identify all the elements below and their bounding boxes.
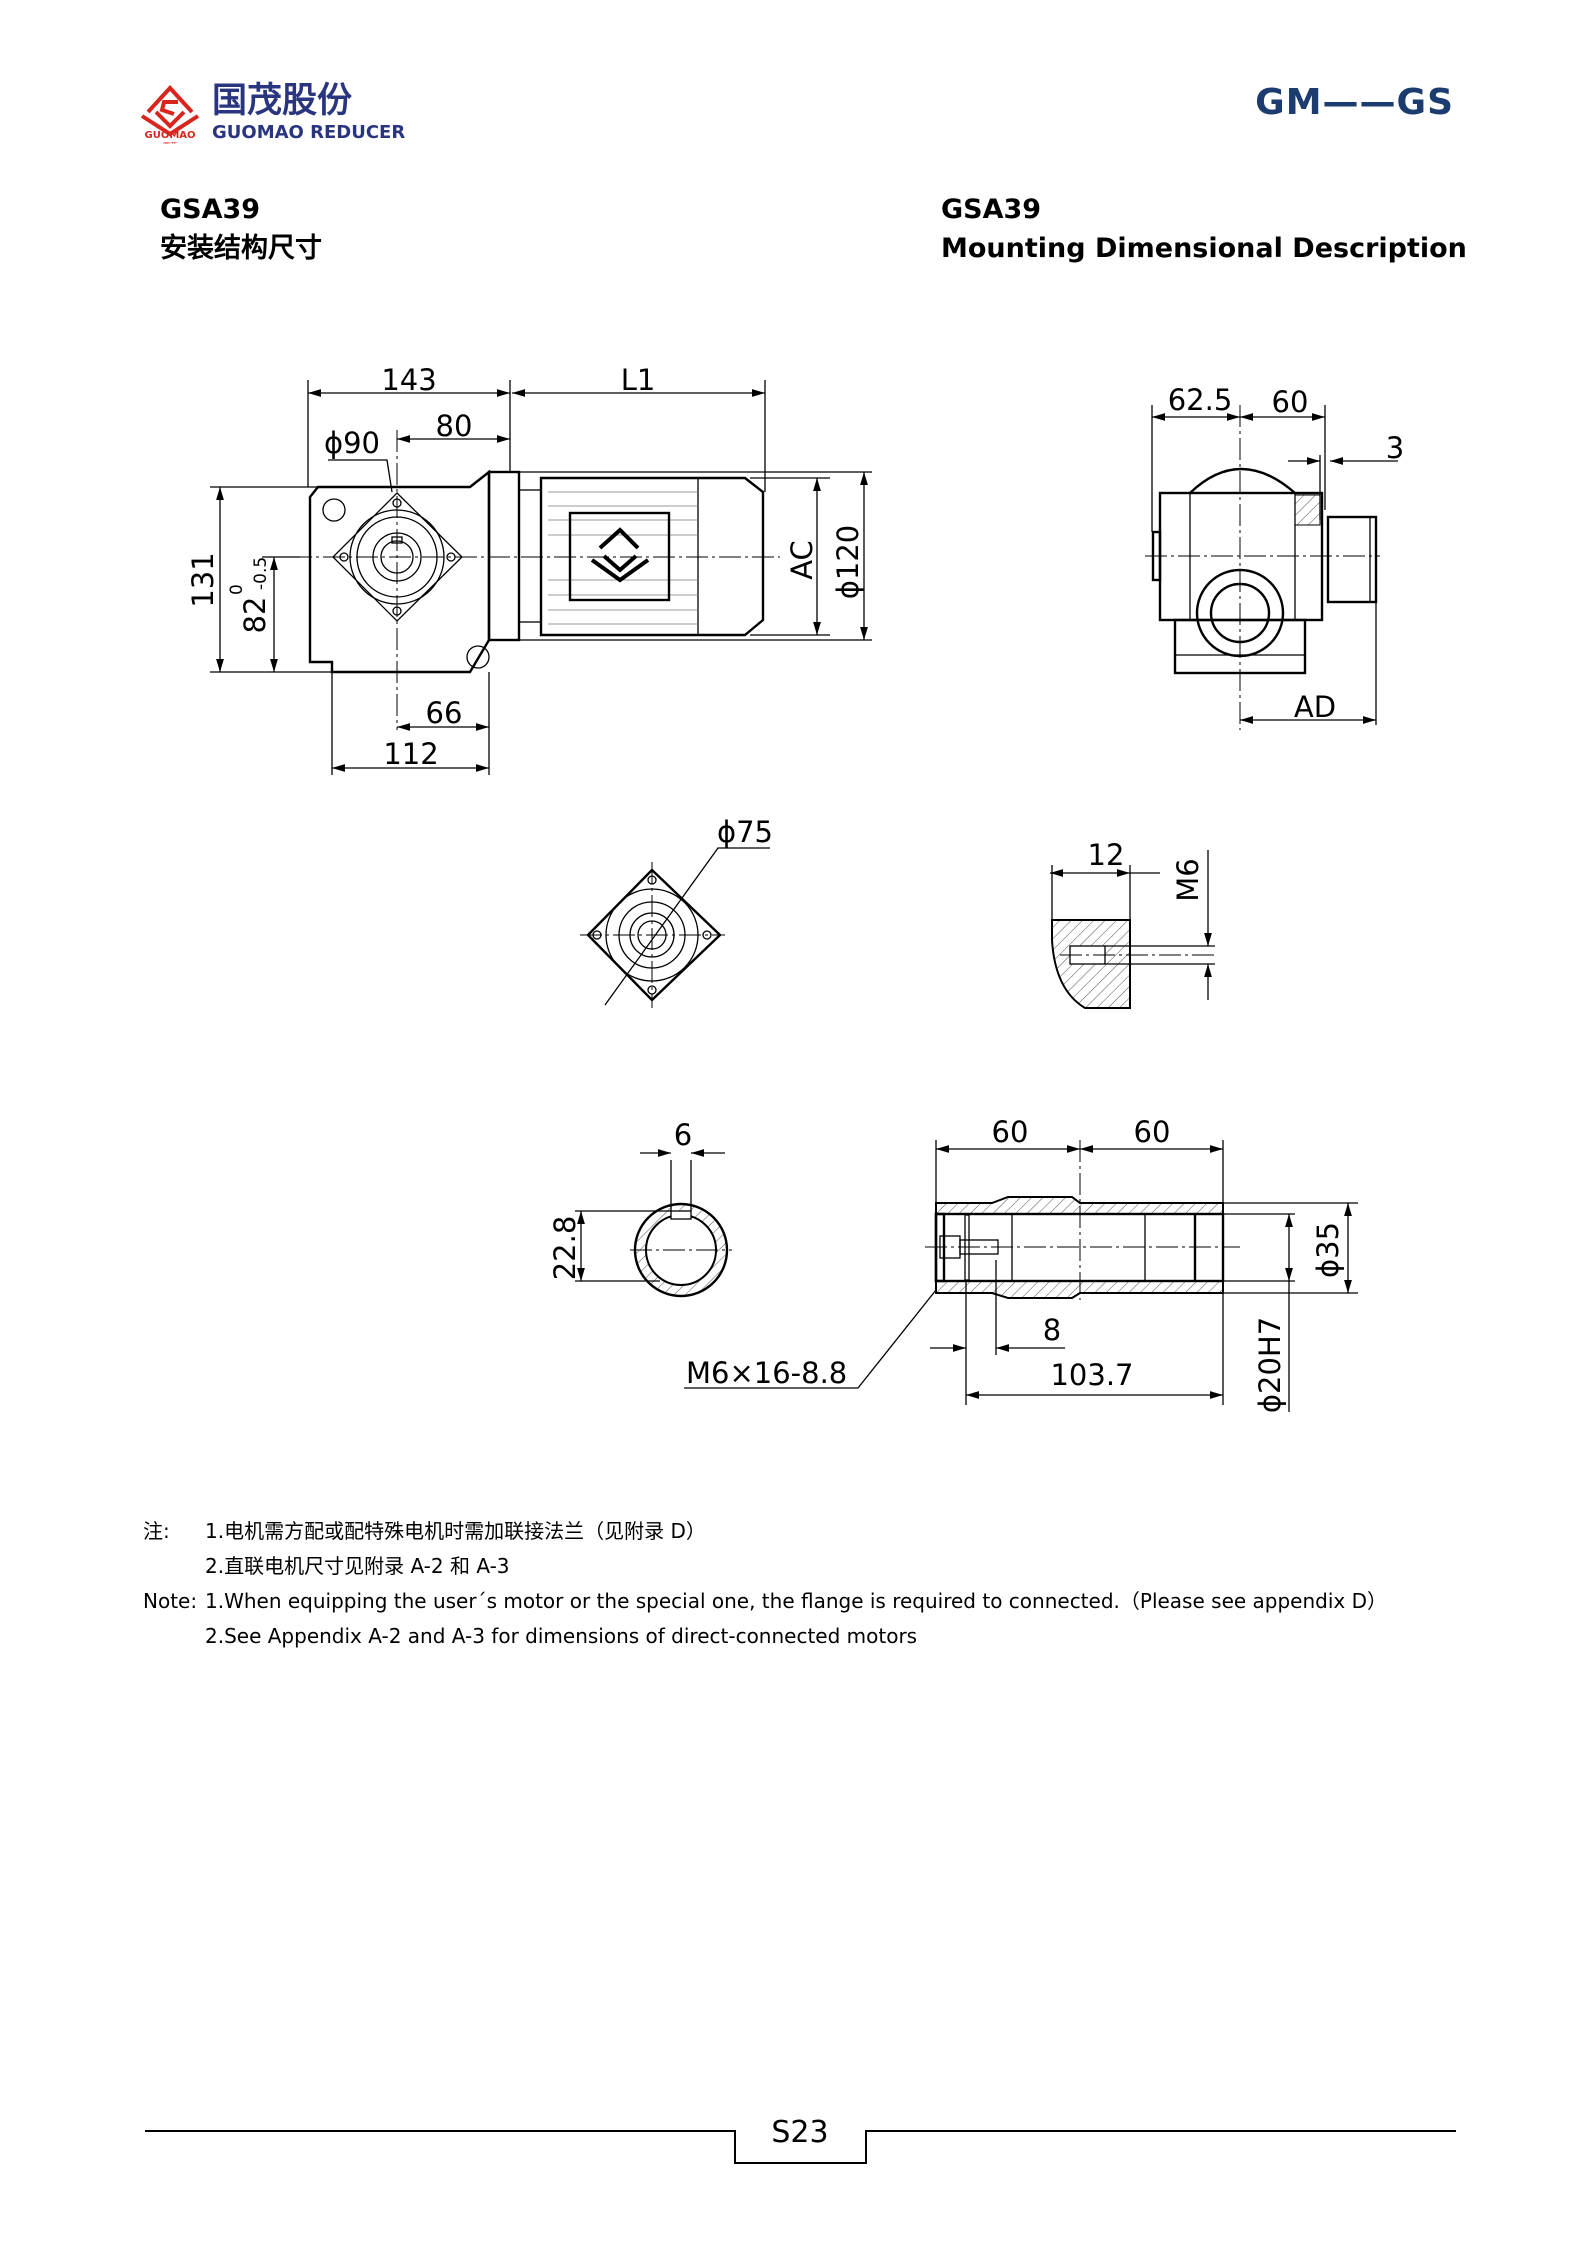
flange-view: ϕ75	[580, 815, 773, 1008]
dim-phi35: ϕ35	[1311, 1222, 1345, 1278]
section-title-cn: 安装结构尺寸	[160, 233, 322, 264]
right-title-block: GSA39 Mounting Dimensional Description	[941, 190, 1467, 268]
dim-82: 82	[238, 597, 272, 634]
dim-m6: M6	[1171, 858, 1205, 901]
note-cn-1: 1.电机需方配或配特殊电机时需加联接法兰（见附录 D）	[205, 1519, 706, 1543]
note-en-1: 1.When equipping the user´s motor or the…	[205, 1589, 1388, 1613]
dim-60: 60	[1272, 385, 1309, 419]
dim-80: 80	[436, 409, 473, 443]
dim-60-left: 60	[992, 1115, 1029, 1149]
dim-l1: L1	[621, 363, 656, 397]
dim-3: 3	[1386, 431, 1404, 465]
note-cn-2: 2.直联电机尺寸见附录 A-2 和 A-3	[205, 1554, 510, 1578]
dim-6: 6	[674, 1118, 692, 1152]
logo-mark-icon: GUOMAO 国茂 国茂股份 GUOMAO REDUCER	[140, 81, 405, 150]
dim-phi90: ϕ90	[324, 426, 380, 460]
dim-82-tol-lower: -0.5	[251, 557, 271, 590]
series-title: GM——GS	[1255, 82, 1454, 123]
dim-ad: AD	[1294, 690, 1336, 724]
dim-82-tol-upper: 0	[227, 584, 247, 595]
hollow-shaft-section: 60 60 ϕ35 ϕ20H7 8 103.7 M6×16-8.8	[684, 1115, 1358, 1413]
logo-mark-text: GUOMAO	[144, 130, 195, 141]
notes: 注: 1.电机需方配或配特殊电机时需加联接法兰（见附录 D） 2.直联电机尺寸见附…	[143, 1514, 1387, 1654]
front-view: 143 L1 80 ϕ90 131 82 0 -0.5 AC ϕ120 66 1…	[186, 363, 872, 775]
dim-60-right: 60	[1134, 1115, 1171, 1149]
logo-en: GUOMAO REDUCER	[212, 122, 405, 143]
keyway-section: 6 22.8	[548, 1118, 732, 1298]
company-logo: GUOMAO 国茂 国茂股份 GUOMAO REDUCER	[140, 72, 420, 150]
screw-spec: M6×16-8.8	[686, 1356, 847, 1390]
dim-143: 143	[381, 363, 436, 397]
dim-22-8: 22.8	[548, 1216, 582, 1281]
dim-131: 131	[186, 552, 220, 607]
dim-8: 8	[1043, 1313, 1061, 1347]
section-title-en: Mounting Dimensional Description	[941, 233, 1467, 264]
note-en-2: 2.See Appendix A-2 and A-3 for dimension…	[205, 1624, 918, 1648]
bolt-detail: 12 M6	[1050, 838, 1215, 1009]
dim-phi120: ϕ120	[831, 525, 865, 599]
dim-12: 12	[1088, 838, 1125, 872]
dim-phi75: ϕ75	[717, 815, 773, 849]
dim-62-5: 62.5	[1168, 383, 1233, 417]
dim-66: 66	[426, 696, 463, 730]
page-footer	[145, 2130, 1456, 2164]
side-view: 62.5 60 3 AD	[1145, 383, 1404, 730]
model-name: GSA39	[160, 194, 261, 225]
logo-cn: 国茂股份	[212, 81, 352, 121]
dim-112: 112	[383, 737, 438, 771]
notes-label-cn: 注:	[143, 1519, 170, 1543]
page-number: S23	[771, 2115, 828, 2150]
dim-103-7: 103.7	[1050, 1358, 1133, 1392]
left-title-block: GSA39 安装结构尺寸	[160, 190, 322, 268]
motor-brand-icon	[590, 527, 650, 583]
dim-ac: AC	[785, 540, 819, 580]
model-name-en: GSA39	[941, 194, 1042, 225]
notes-label-en: Note:	[143, 1589, 198, 1613]
dim-phi20h7: ϕ20H7	[1253, 1317, 1287, 1413]
